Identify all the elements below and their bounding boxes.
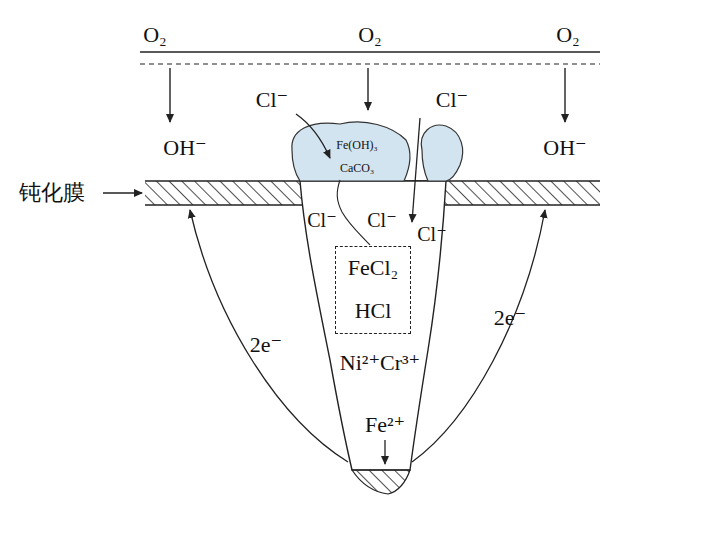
node-text: Fe(OH)₃	[336, 139, 378, 152]
node-text: HCl	[355, 299, 392, 323]
ion-label: Fe²⁺	[365, 414, 405, 436]
electron-label: 2e⁻	[494, 307, 526, 329]
electron-label: 2e⁻	[250, 334, 282, 356]
oxygen-label: O₂	[358, 24, 382, 46]
node-text: FeCl₂	[348, 256, 398, 280]
chloride-label: Cl⁻	[417, 224, 446, 244]
chloride-label: Cl⁻	[436, 89, 468, 111]
hydroxide-label: OH⁻	[163, 137, 206, 159]
chloride-label: Cl⁻	[367, 210, 396, 230]
deposit-blob: Fe(OH)₃ CaCO₃	[318, 134, 396, 180]
ion-label: Ni²⁺Cr³⁺	[340, 352, 420, 374]
oxygen-label: O₂	[556, 24, 580, 46]
film-label: 钝化膜	[19, 182, 85, 204]
node-text: CaCO₃	[340, 162, 374, 175]
chloride-label: Cl⁻	[256, 89, 288, 111]
oxygen-label: O₂	[143, 24, 167, 46]
hydroxide-label: OH⁻	[543, 137, 586, 159]
dashed-box: FeCl₂ HCl	[335, 246, 411, 334]
chloride-label: Cl⁻	[307, 210, 336, 230]
